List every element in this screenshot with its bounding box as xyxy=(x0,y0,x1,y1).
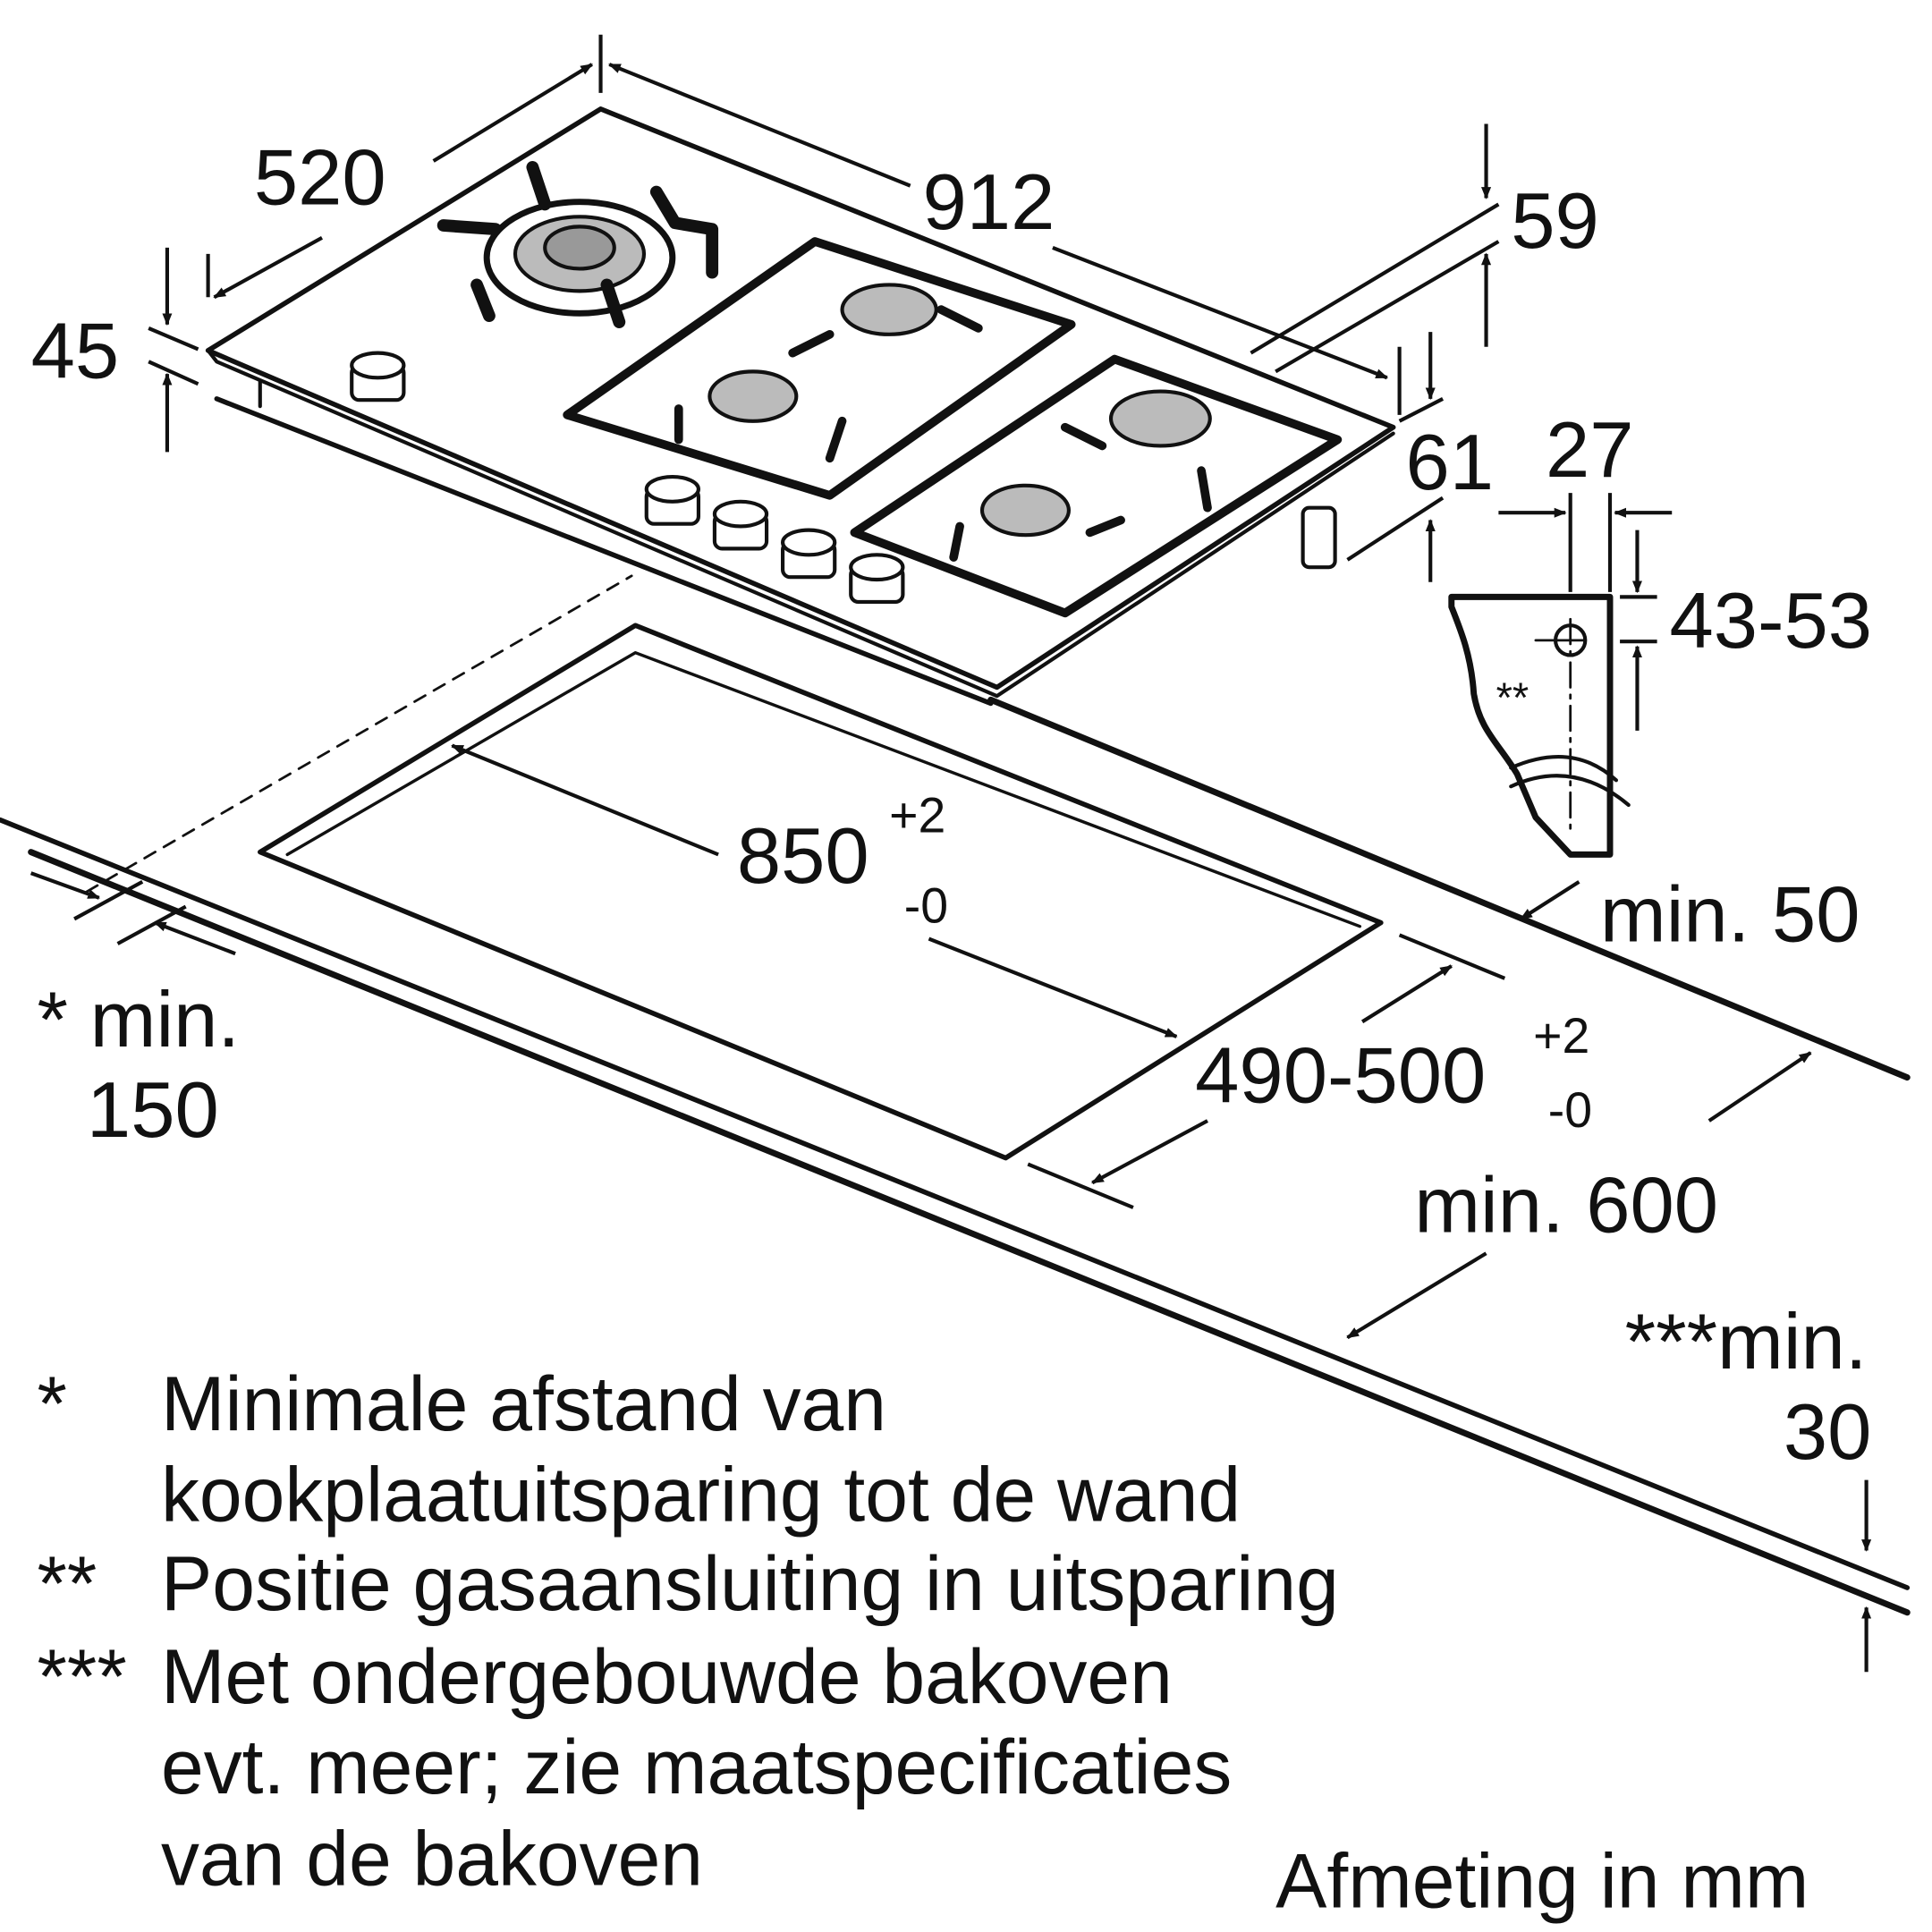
dim-connector-height: 43-53 xyxy=(1669,576,1872,665)
dim-leg: 61 xyxy=(1406,418,1495,506)
note-marker: *** xyxy=(38,1634,127,1720)
dimension-lines xyxy=(30,34,1872,1673)
control-knobs xyxy=(350,351,1337,604)
note-line: kookplaatuitsparing tot de wand xyxy=(161,1452,1241,1538)
dimension-labels: 520 912 59 45 61 27 43-53 850 +2 -0 490-… xyxy=(31,132,1872,1476)
dim-cutout-width-tol-minus: -0 xyxy=(904,878,948,934)
dim-min-oven-line1: ***min. xyxy=(1625,1297,1868,1385)
note-line: Minimale afstand van xyxy=(161,1361,886,1447)
note-marker: * xyxy=(38,1361,67,1447)
unit-label: Afmeting in mm xyxy=(1275,1838,1809,1924)
dim-cutout-width-tol-plus: +2 xyxy=(889,787,945,843)
dim-cutout-depth-tol-minus: -0 xyxy=(1548,1082,1592,1138)
footnotes: * Minimale afstand van kookplaatuitspari… xyxy=(38,1361,1809,1924)
note-line: Positie gasaansluiting in uitsparing xyxy=(161,1541,1339,1627)
cutout xyxy=(258,623,1384,1161)
countertop xyxy=(0,574,1911,1616)
dim-cutout-depth: 490-500 xyxy=(1195,1030,1486,1119)
dim-min-wall-line2: 150 xyxy=(87,1065,219,1154)
dim-height-top: 59 xyxy=(1511,176,1599,265)
dim-connector-offset: 27 xyxy=(1546,405,1634,494)
dim-depth: 520 xyxy=(254,132,386,221)
note-line: van de bakoven xyxy=(161,1816,703,1902)
dim-thickness: 45 xyxy=(31,306,120,394)
note-line: evt. meer; zie maatspecificaties xyxy=(161,1724,1232,1810)
gas-connection-detail: ** xyxy=(1448,593,1631,858)
connector-marker: ** xyxy=(1496,674,1530,721)
dim-cutout-width: 850 xyxy=(737,811,869,900)
dim-min-counter: min. 600 xyxy=(1414,1161,1718,1250)
dim-min-back: min. 50 xyxy=(1600,869,1860,958)
burners xyxy=(674,283,1212,562)
dim-cutout-depth-tol-plus: +2 xyxy=(1533,1008,1589,1063)
gas-hob xyxy=(205,106,1396,707)
note-line: Met ondergebouwde bakoven xyxy=(161,1634,1173,1720)
dim-min-oven-line2: 30 xyxy=(1784,1387,1872,1476)
note-marker: ** xyxy=(38,1541,97,1627)
wok-burner xyxy=(436,160,719,328)
dim-min-wall-line1: * min. xyxy=(38,975,240,1063)
dim-width: 912 xyxy=(923,157,1055,246)
